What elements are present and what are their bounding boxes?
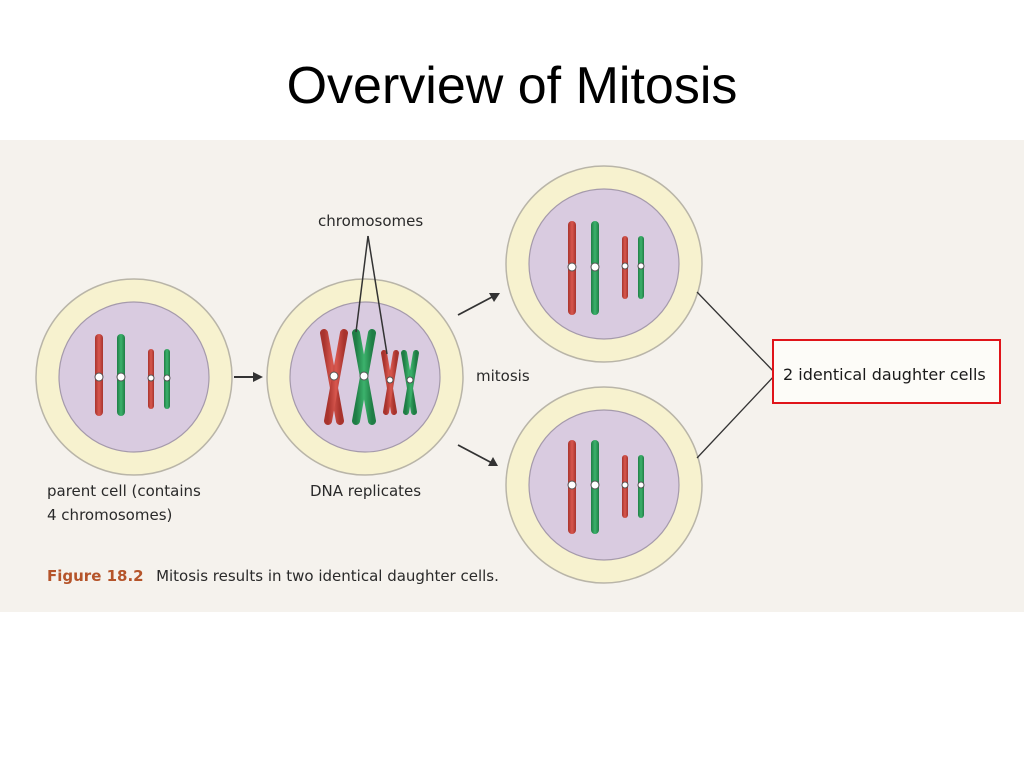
replicated-chromosome-red-small [381,350,399,415]
daughter-top-nucleus [528,188,680,340]
daughter-top-chromosome-green-large [590,221,600,315]
daughter-bottom-chromosome-red-small [621,455,629,518]
daughter-bottom-chromosome-green-large [590,440,600,534]
parent-chromosome-green-small [163,349,171,409]
mitosis-figure: chromosomes mitosis [0,140,1024,612]
daughter-top-chromosome-red-large [567,221,577,315]
parent-nucleus [58,301,210,453]
daughter-bottom-nucleus [528,409,680,561]
daughter-bottom-chromosome-red-large [567,440,577,534]
daughters-label: 2 identical daughter cells [783,365,986,384]
parent-cell [35,278,233,476]
parent-label-line1: parent cell (contains [47,482,201,500]
replicated-chromosome-red-large [320,329,348,425]
arrow-to-replicated [234,372,263,382]
chromosomes-label: chromosomes [318,212,423,230]
daughter-top-chromosome-green-small [637,236,645,299]
replicated-chromosome-green-small [401,350,419,415]
arrow-to-bottom-daughter [457,444,498,466]
daughter-top-chromosome-red-small [621,236,629,299]
mitosis-diagram: chromosomes mitosis [35,165,1001,585]
arrow-to-top-daughter [457,293,500,316]
slide-title: Overview of Mitosis [286,57,738,115]
daughter-cell-top [505,165,703,363]
parent-label-line2: 4 chromosomes) [47,506,172,524]
parent-chromosome-red-large [94,334,104,416]
dna-replicates-label: DNA replicates [310,482,421,500]
parent-chromosome-green-large [116,334,126,416]
mitosis-label: mitosis [476,367,530,385]
daughter-bottom-chromosome-green-small [637,455,645,518]
figure-caption: Figure 18.2 Mitosis results in two ident… [47,567,499,585]
figure-caption-number: Figure 18.2 [47,567,144,585]
daughter-cell-bottom [505,386,703,584]
chromosomes-pointer [355,235,388,355]
daughters-highlight-box [772,339,1001,404]
replicated-chromosome-green-large [352,329,376,425]
daughters-pointer [696,291,777,459]
figure-caption-text: Mitosis results in two identical daughte… [156,567,499,585]
replicated-cell [266,278,464,476]
parent-chromosome-red-small [147,349,155,409]
